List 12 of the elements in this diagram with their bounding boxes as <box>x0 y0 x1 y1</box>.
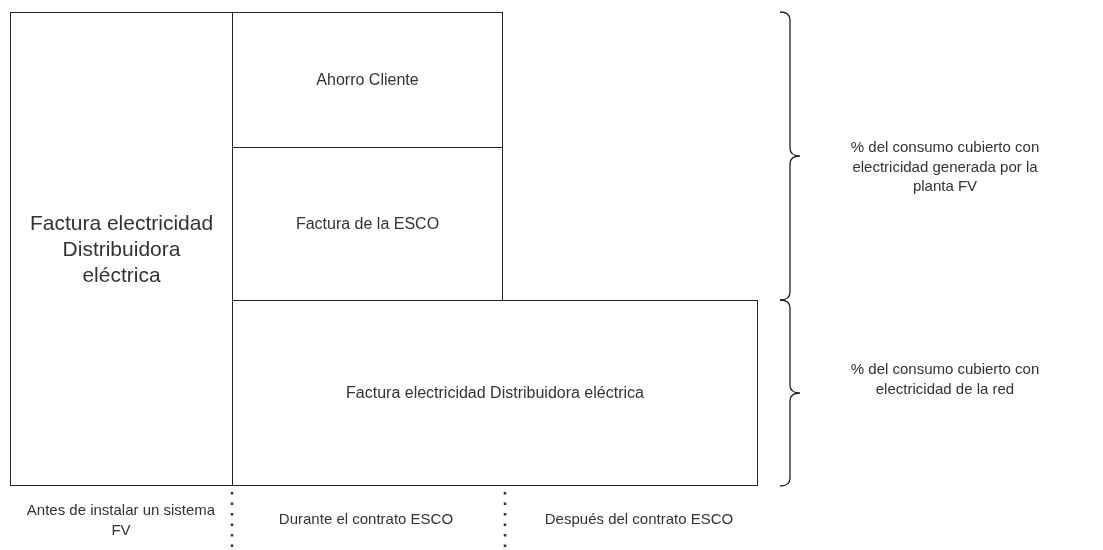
bill-box <box>10 12 233 486</box>
box-label: Factura de la ESCO <box>294 214 441 234</box>
annotation-text: Después del contrato ESCO <box>543 509 735 529</box>
annotation-text: % del consumo cubierto con electricidad de la red <box>849 358 1041 398</box>
box-label: Factura electricidad Distribuidora eléctrica <box>28 209 215 289</box>
annotation-text: Durante el contrato ESCO <box>277 509 455 529</box>
annotation-text: % del consumo cubierto con electricidad generada por la planta FV <box>849 136 1041 196</box>
annotation-text: Antes de instalar un sistema FV <box>25 499 217 539</box>
box-label: Factura electricidad Distribuidora eléctrica <box>345 383 645 403</box>
bill-box <box>232 12 503 148</box>
box-label: Ahorro Cliente <box>315 70 420 90</box>
bill-box <box>232 300 758 486</box>
